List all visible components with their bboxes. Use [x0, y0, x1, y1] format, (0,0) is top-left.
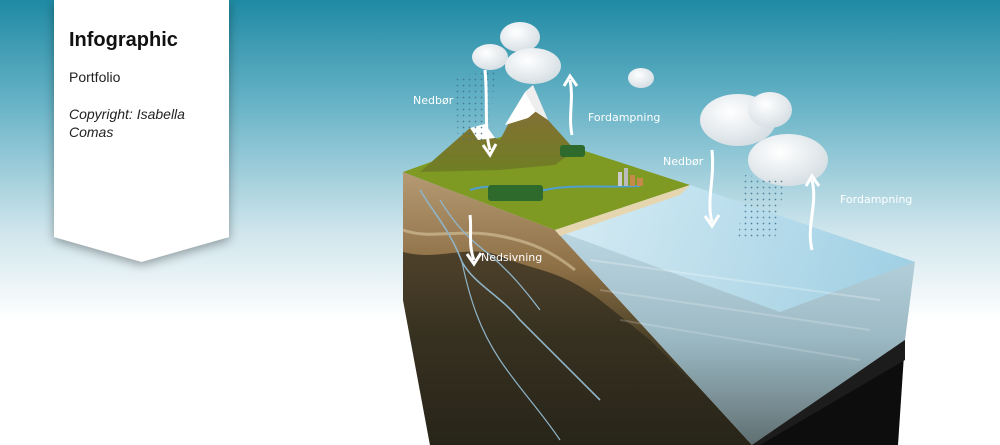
precipitation-arrow-right — [703, 149, 721, 229]
cloud-cluster-right — [700, 92, 828, 186]
card-background — [54, 0, 229, 262]
label-evaporation-left: Fordampning — [588, 111, 660, 124]
town — [618, 168, 643, 186]
card-subtitle: Portfolio — [69, 69, 121, 85]
info-card: Infographic Portfolio Copyright: Isabell… — [54, 0, 229, 262]
forest — [488, 145, 585, 201]
evaporation-arrow-left — [562, 73, 579, 136]
rain-right — [738, 175, 785, 240]
cloud-cluster-left — [472, 22, 654, 88]
card-title: Infographic — [69, 29, 178, 51]
card-copyright: Copyright: Isabella Comas — [69, 106, 185, 140]
evaporation-arrow-right — [804, 173, 821, 251]
precipitation-arrow-left — [481, 69, 498, 158]
infiltration-arrow — [465, 214, 483, 267]
soil-cross-section — [402, 172, 752, 445]
label-precipitation-right: Nedbør — [663, 155, 704, 168]
label-evaporation-right: Fordampning — [840, 193, 912, 206]
label-precipitation-left: Nedbør — [413, 94, 454, 107]
sea-block — [555, 185, 915, 445]
label-infiltration: Nedsivning — [481, 251, 542, 264]
rain-left — [455, 72, 495, 140]
